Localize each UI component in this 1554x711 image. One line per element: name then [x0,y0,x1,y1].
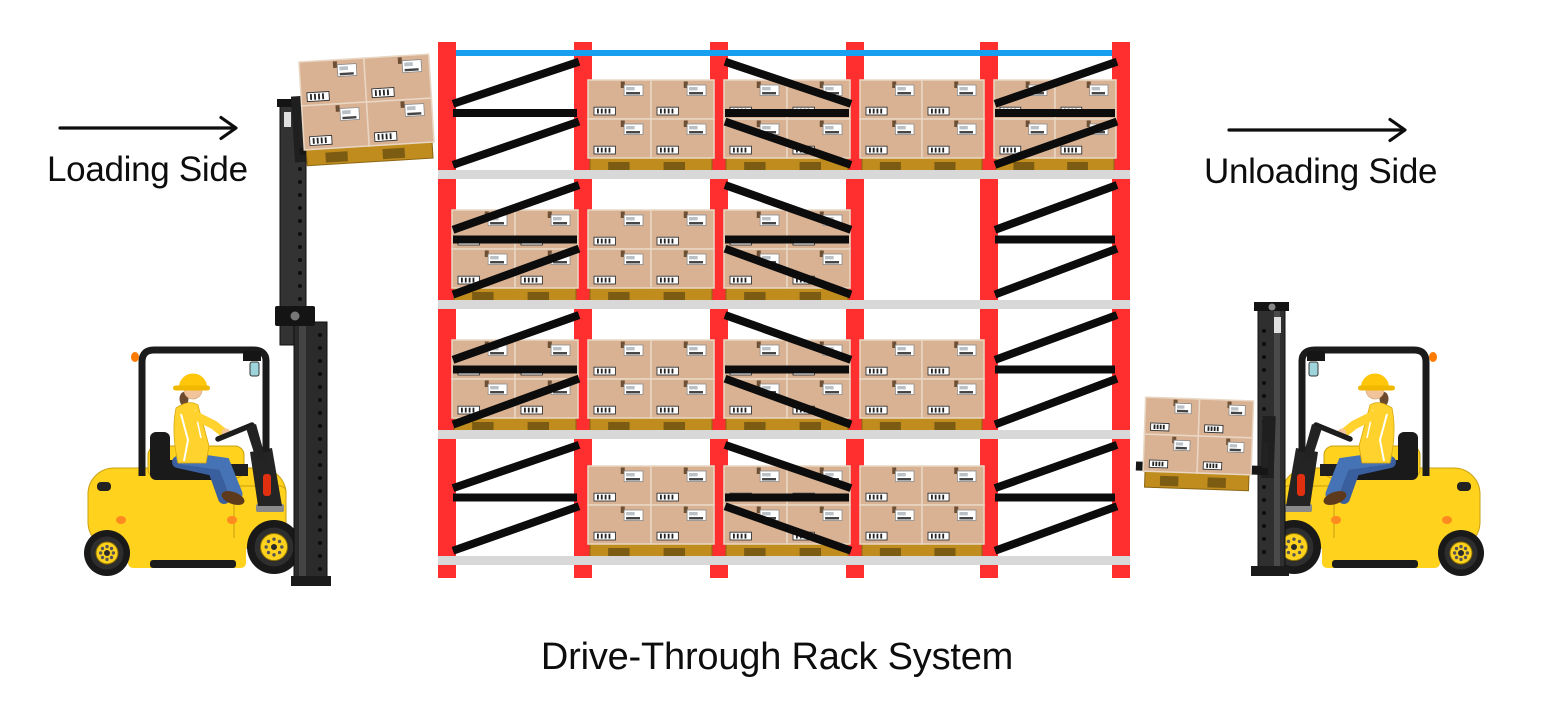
rack-shelf-2 [438,300,1130,309]
beacon-light [131,352,139,362]
driver-shoe [221,491,245,505]
tail-light [1297,474,1305,496]
rack-boxes-l3-b2 [587,339,715,433]
overhead-guard [1298,346,1437,476]
wheel [247,520,301,574]
rack-boxes-l2-b2 [587,209,715,303]
rack-shelf-4 [438,556,1130,565]
rack-brace-l1-b1 [451,57,581,169]
forklift-left [84,95,433,586]
diagram-title: Drive-Through Rack System [540,636,1014,678]
rack-boxes-l4-b4 [859,465,985,559]
rack-brace-l3-b5 [993,311,1119,429]
rack-brace-l1-b5 [993,57,1119,169]
forklift-right [1135,302,1484,576]
pallet-load-right [1142,396,1255,492]
rack-top-beam [456,50,1112,56]
rack-boxes-l4-b2 [587,465,715,559]
rack-brace-l2-b5 [993,181,1119,299]
mirror [249,361,260,377]
rack-brace-l4-b1 [451,441,581,555]
loading-arrow-icon [58,115,238,141]
forklift-right-parts [1135,302,1484,576]
overhead-guard [131,346,270,476]
rack-boxes-l1-b4 [859,79,985,173]
driver-shoe [1323,491,1347,505]
rack-shelf-3 [438,430,1130,439]
pallet-boxes [298,53,435,167]
rack-brace-l4-b5 [993,441,1119,555]
driver [1323,373,1396,505]
tail-light [263,474,271,496]
steering [215,422,266,462]
rack-brace-l3-b1 [451,311,581,429]
rack-brace-l2-b1 [451,181,581,299]
driver [172,373,245,505]
wheel [84,530,130,576]
loading-side-label: Loading Side [47,150,248,189]
pallet-boxes [1142,396,1255,492]
driver-arm [187,409,229,438]
rack-brace-l1-b3 [723,57,853,169]
rack-brace-l4-b3 [723,441,853,555]
pallet-load-left [298,53,435,167]
unloading-arrow-icon [1227,117,1407,143]
mirror [1308,361,1319,377]
hard-hat [179,373,207,387]
unloading-side-label: Unloading Side [1204,152,1438,191]
driver-arm [1339,409,1381,438]
pallet-rack [438,42,1130,578]
rack-boxes-l1-b2 [587,79,715,173]
rack-brace-l2-b3 [723,181,853,299]
steering [1302,422,1353,462]
wheel [1438,530,1484,576]
hard-hat [1361,373,1389,387]
beacon-light [1429,352,1437,362]
rack-brace-l3-b3 [723,311,853,429]
rack-shelf-1 [438,170,1130,179]
rack-boxes-l3-b4 [859,339,985,433]
